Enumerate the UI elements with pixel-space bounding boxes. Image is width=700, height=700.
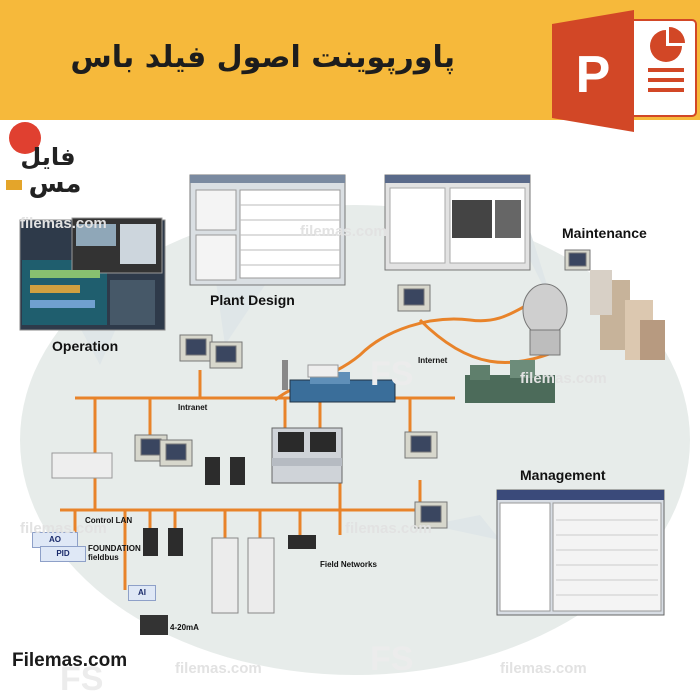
watermark-text: filemas.com [500, 660, 587, 677]
header-banner: پاورپوینت اصول فیلد باس P [0, 0, 700, 132]
brand-url: Filemas.com [12, 650, 128, 671]
watermark-text: filemas.com [300, 223, 387, 240]
management-callout [430, 515, 500, 540]
control-console [271, 427, 343, 484]
watermark-fs: FS [370, 640, 414, 678]
factory-buildings [465, 360, 555, 403]
workstation-pcs [134, 249, 591, 529]
powerpoint-icon: P [552, 10, 697, 132]
field-networks-label: Field Networks [320, 560, 377, 569]
4-20ma-label: 4-20mA [170, 623, 199, 632]
fieldbus-network-diagram: Operation Plant Design Maintenance Manag… [0, 120, 700, 700]
internet-label: Internet [418, 356, 448, 365]
watermark-text: filemas.com [175, 660, 262, 677]
pid-block: PID [40, 546, 86, 562]
maintenance-screen-image [384, 174, 531, 271]
watermark-fs: FS [370, 355, 414, 393]
foundation-fieldbus-label: FOUNDATION fieldbus [88, 544, 141, 562]
watermark-fs: FS [60, 660, 104, 698]
network-diagram-graphic [19, 174, 690, 675]
watermark-text: filemas.com [20, 520, 107, 537]
intranet-label: Intranet [178, 403, 208, 412]
watermark-text: filemas.com [520, 370, 607, 387]
svg-text:فایل: فایل [20, 143, 75, 171]
plant-design-label: Plant Design [210, 292, 295, 308]
maintenance-label: Maintenance [562, 225, 647, 241]
watermark-text: filemas.com [20, 215, 107, 232]
management-label: Management [520, 467, 606, 483]
plant-design-screen-image [189, 174, 346, 286]
process-plant [282, 360, 396, 403]
controllers [51, 364, 339, 635]
plant-design-callout [215, 270, 275, 345]
page-title: پاورپوینت اصول فیلد باس [70, 40, 455, 75]
management-screen-image [496, 489, 665, 616]
ai-block: AI [128, 585, 156, 601]
control-lan-label: Control LAN [85, 516, 133, 525]
satellite-dish [522, 283, 568, 356]
svg-text:P: P [576, 46, 611, 104]
operation-label: Operation [52, 338, 119, 354]
watermark-text: filemas.com [345, 520, 432, 537]
filemas-logo: فایل مس [6, 122, 82, 199]
operation-screen-image [19, 217, 166, 331]
svg-text:مس: مس [29, 169, 82, 199]
office-buildings [590, 270, 665, 360]
